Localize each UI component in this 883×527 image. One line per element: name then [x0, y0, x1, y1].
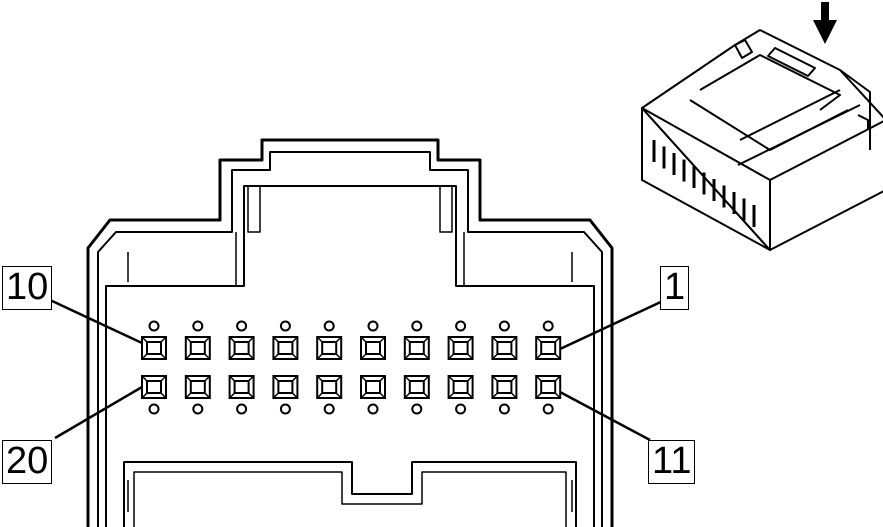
pin-9-marker [192, 320, 204, 332]
connector-housing-outer [86, 138, 614, 527]
connector-key-inner [133, 471, 567, 527]
pin-15-marker [367, 403, 379, 415]
pin-7-marker [279, 320, 291, 332]
pin-16 [316, 375, 343, 399]
leader-line-pin-10 [49, 298, 143, 345]
pin-9 [184, 336, 211, 360]
pin-19-marker [192, 403, 204, 415]
pin-20-marker [148, 403, 160, 415]
pin-10 [141, 336, 167, 360]
pin-6 [316, 336, 343, 360]
pin-20 [141, 375, 167, 399]
pin-17-marker [279, 403, 291, 415]
leader-line-pin-11 [559, 390, 651, 442]
pin-13-marker [455, 403, 467, 415]
pin-8-marker [236, 320, 248, 332]
pin-16-marker [323, 403, 335, 415]
pin-5 [360, 336, 386, 360]
pin-6-marker [323, 320, 335, 332]
latch-right [439, 186, 465, 286]
pin-label-10: 10 [2, 266, 53, 310]
connector-housing-inner [97, 151, 603, 527]
pin-11-marker [542, 403, 554, 415]
pin-8 [228, 336, 255, 360]
connector-key [123, 461, 577, 527]
pin-label-1: 1 [660, 266, 690, 310]
leader-line-pin-1 [559, 298, 666, 351]
pin-13 [447, 375, 474, 399]
pin-label-20: 20 [2, 440, 53, 484]
pin-12 [491, 375, 518, 399]
pin-15 [360, 375, 386, 399]
connector-cavity [105, 185, 595, 527]
pin-5-marker [367, 320, 379, 332]
connector-iso-icon [641, 29, 883, 251]
pin-19 [184, 375, 211, 399]
pin-2 [491, 336, 518, 360]
pin-3 [447, 336, 474, 360]
pin-12-marker [498, 403, 510, 415]
pin-1-marker [542, 320, 554, 332]
pin-7 [272, 336, 299, 360]
pin-label-11: 11 [648, 440, 696, 484]
pin-14-marker [411, 403, 423, 415]
pin-11 [535, 375, 562, 399]
pin-1 [535, 336, 562, 360]
leader-line-pin-20 [54, 385, 143, 440]
pin-2-marker [498, 320, 510, 332]
pin-14 [403, 375, 430, 399]
pin-4-marker [411, 320, 423, 332]
pin-18-marker [236, 403, 248, 415]
arrow-down-icon [813, 2, 837, 44]
pin-10-marker [148, 320, 160, 332]
pin-4 [403, 336, 430, 360]
pin-18 [228, 375, 255, 399]
latch-left [235, 186, 261, 286]
pin-grid [141, 320, 562, 415]
pin-17 [272, 375, 299, 399]
pin-3-marker [455, 320, 467, 332]
